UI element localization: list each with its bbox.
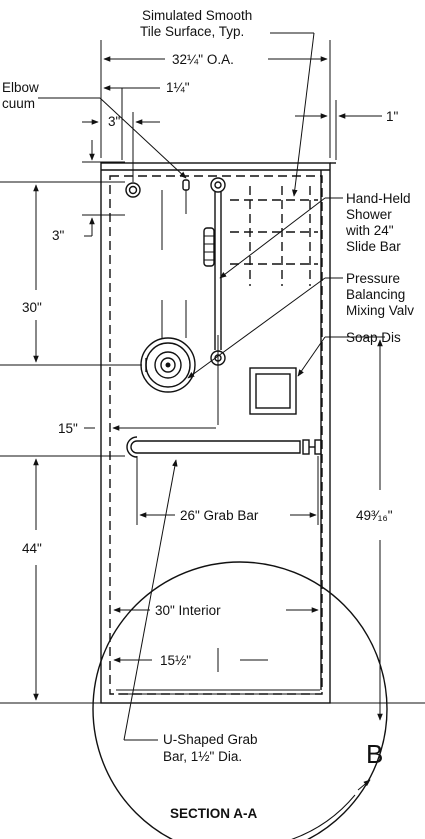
label-pressure-2: Balancing [346,287,405,302]
label-grab-bar-26: 26" Grab Bar [180,508,259,523]
label-overall-width: 32¼" O.A. [172,52,234,67]
label-pressure-3: Mixing Valv [346,303,414,318]
label-elbow-1: Elbow [2,80,39,95]
dimension-lines [0,32,425,839]
label-dim-3-top: 3" [108,114,121,129]
label-dim-15-5: 15½" [160,653,191,668]
text-labels: Simulated Smooth Tile Surface, Typ. 32¼"… [2,8,414,821]
label-dim-3-left: 3" [52,228,65,243]
label-ushaped-2: Bar, 1½" Dia. [163,749,242,764]
label-dim-44: 44" [22,541,42,556]
label-handheld-3: with 24" [345,223,394,238]
label-ushaped-1: U-Shaped Grab [163,732,258,747]
grab-bar [126,436,322,458]
section-circle [92,561,388,839]
label-dim-49: 49³⁄₁₆" [356,508,393,523]
label-tile-surface-1: Simulated Smooth [142,8,252,23]
label-dim-1: 1" [386,109,399,124]
label-elbow-2: cuum [2,96,35,111]
label-pressure-1: Pressure [346,271,400,286]
label-tile-surface-2: Tile Surface, Typ. [140,24,244,39]
label-dim-15: 15" [58,421,78,436]
label-dim-30: 30" [22,300,42,315]
label-dim-1-25: 1¼" [166,80,190,95]
label-handheld-2: Shower [346,207,392,222]
label-section-title: SECTION A-A [170,806,257,821]
shower-outline [100,162,336,704]
label-interior-30: 30" Interior [155,603,221,618]
label-handheld-1: Hand-Held [346,191,411,206]
tile-grid [230,186,318,286]
label-section-marker: B [366,739,383,769]
label-soap: Soap Dis [346,330,401,345]
fixtures [125,177,297,425]
label-handheld-4: Slide Bar [346,239,401,254]
